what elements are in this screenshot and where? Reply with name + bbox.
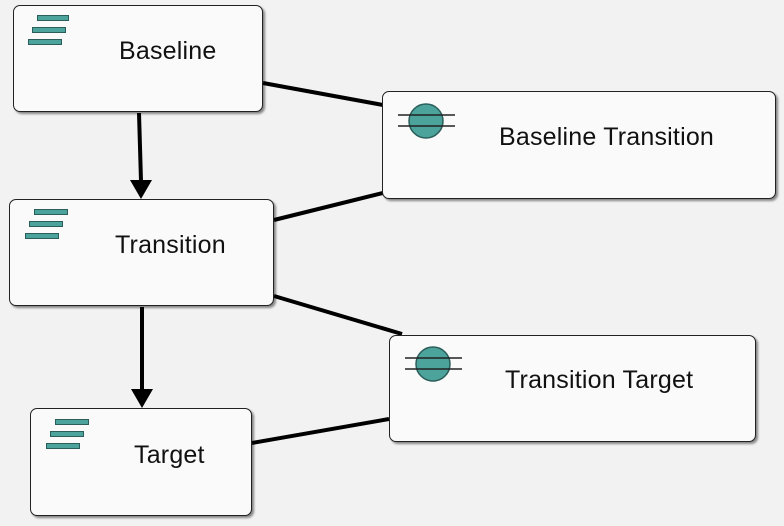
node-baseline[interactable]: Baseline — [13, 5, 263, 112]
node-label: Target — [134, 441, 205, 469]
association-transition-baseline-transition[interactable] — [273, 191, 384, 222]
gap-icon — [405, 346, 462, 382]
association-transition-transition-target[interactable] — [273, 294, 403, 336]
node-transition[interactable]: Transition — [9, 199, 274, 306]
node-label: Baseline Transition — [499, 123, 715, 151]
gap-icon — [398, 103, 455, 139]
node-target[interactable]: Target — [30, 408, 252, 516]
node-label: Baseline — [119, 37, 217, 65]
node-baseline-transition[interactable]: Baseline Transition — [382, 91, 776, 199]
arrow-baseline-transition[interactable] — [137, 112, 143, 182]
plateau-icon — [27, 15, 69, 51]
association-baseline-baseline-transition[interactable] — [262, 81, 384, 107]
plateau-icon — [45, 419, 89, 455]
arrowhead-transition-target — [131, 389, 153, 408]
node-label: Transition — [115, 231, 226, 259]
node-label: Transition Target — [505, 366, 694, 394]
plateau-icon — [24, 209, 68, 245]
arrowhead-baseline-transition — [130, 180, 152, 199]
association-target-transition-target[interactable] — [251, 417, 390, 445]
node-transition-target[interactable]: Transition Target — [389, 335, 756, 442]
